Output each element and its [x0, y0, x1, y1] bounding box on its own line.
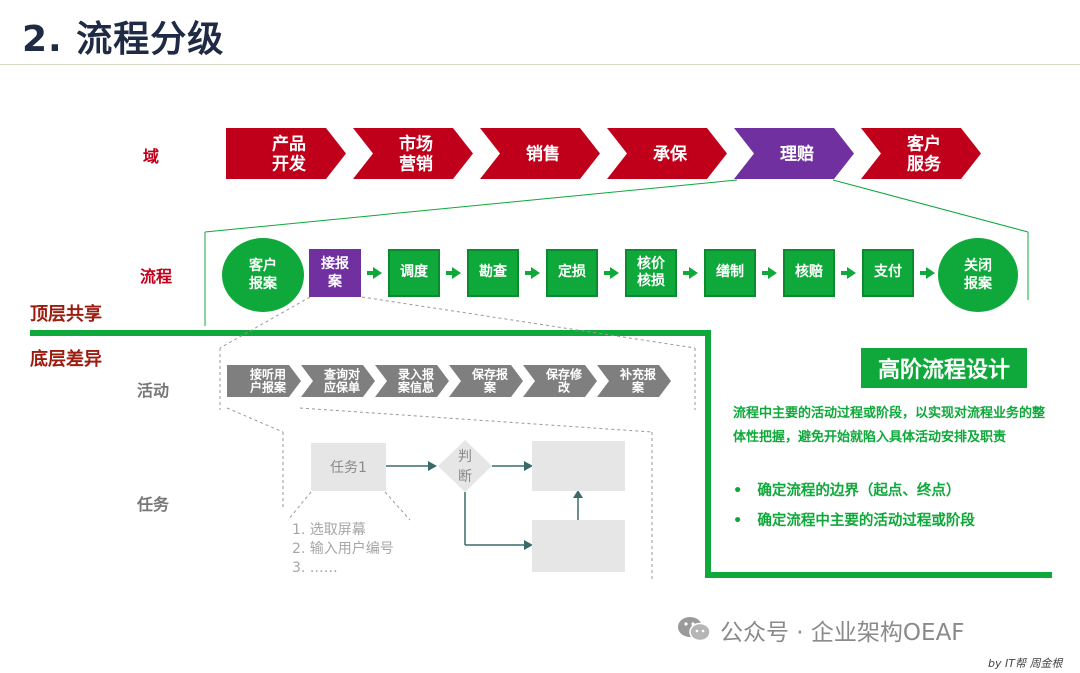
activity-label-1-0: 查询对: [323, 367, 360, 382]
task-step-2: 2. 输入用户编号: [292, 541, 394, 557]
process-step-3[interactable]: 定损: [546, 249, 598, 297]
task-zoom-right: [299, 407, 653, 433]
highlight-description: 流程中主要的活动过程或阶段，以实现对流程业务的整体性把握，避免开始就陷入具体活动…: [733, 406, 1046, 445]
layer-separator-line: [30, 330, 1052, 578]
domain-chevron-1[interactable]: [353, 128, 473, 179]
process-arrow-7: [920, 267, 935, 279]
activity-zoom-left: [219, 296, 311, 349]
wechat-account-label: 公众号 · 企业架构OEAF: [720, 620, 965, 646]
activity-chevron-1[interactable]: [301, 365, 375, 397]
process-step-6[interactable]: 核赔: [783, 249, 835, 297]
activity-label-1-1: 应保单: [324, 380, 360, 395]
activity-chevron-0[interactable]: [227, 365, 301, 397]
activity-chevron-2[interactable]: [375, 365, 449, 397]
domain-label-0-0: 产品: [272, 134, 306, 155]
domain-label-1-1: 营销: [399, 154, 433, 175]
activity-chevron-3[interactable]: [449, 365, 523, 397]
task-row-label: 任务: [137, 495, 170, 514]
zoom-line-left: [204, 179, 738, 233]
process-end-node[interactable]: 关闭 报案: [938, 238, 1018, 312]
domain-chevron-3[interactable]: [607, 128, 727, 179]
domain-row-label: 域: [143, 147, 160, 166]
process-step-1[interactable]: 调度: [388, 249, 440, 297]
decision-label: 判 断: [458, 449, 472, 485]
decision-diamond: [438, 440, 492, 492]
process-step-2[interactable]: 勘查: [467, 249, 519, 297]
process-arrow-0: [367, 267, 382, 279]
task-result-box-1[interactable]: [532, 441, 625, 491]
process-arrow-3: [604, 267, 619, 279]
process-arrow-2: [525, 267, 540, 279]
process-step-5[interactable]: 缮制: [704, 249, 756, 297]
process-row-label: 流程: [140, 267, 173, 286]
highlight-bullet-2-text: 确定流程中主要的活动过程或阶段: [757, 513, 975, 529]
task-arrowhead-4: [573, 490, 583, 498]
process-start-node[interactable]: 客户 报案: [222, 238, 304, 312]
task-arrowhead-3: [524, 540, 533, 550]
highlight-bullet-1: • 确定流程的边界（起点、终点）: [733, 483, 961, 499]
task-zoom-left: [226, 407, 284, 433]
highlight-title: 高阶流程设计: [861, 348, 1027, 388]
author-signature: by IT帮 周金根: [988, 657, 1063, 670]
highlight-bullet-1-text: 确定流程的边界（起点、终点）: [757, 483, 961, 499]
task-arrowhead-1: [428, 461, 437, 471]
activity-label-4-1: 改: [558, 380, 571, 395]
page-title: 2. 流程分级: [22, 19, 225, 60]
wechat-icon: [676, 614, 712, 644]
process-arrow-6: [841, 267, 856, 279]
top-layer-label: 顶层共享: [30, 304, 102, 325]
activity-row-label: 活动: [137, 381, 170, 400]
activity-label-0-0: 接听用: [250, 367, 286, 382]
domain-label-2-0: 销售: [526, 144, 560, 165]
task-detail-right: [384, 491, 411, 521]
process-arrow-1: [446, 267, 461, 279]
task-arrowhead-2: [524, 461, 533, 471]
domain-label-1-0: 市场: [399, 134, 433, 155]
process-arrow-4: [683, 267, 698, 279]
domain-chevron-4[interactable]: [734, 128, 854, 179]
task-step-list: 1. 选取屏幕 2. 输入用户编号 3. ……: [292, 521, 394, 578]
task-box-1[interactable]: 任务1: [311, 443, 386, 491]
process-step-4[interactable]: 核价 核损: [625, 249, 677, 297]
process-step-0[interactable]: 接报 案: [309, 249, 361, 297]
task-step-3: 3. ……: [292, 560, 338, 576]
activity-zoom-right: [361, 296, 696, 349]
activity-chevron-4[interactable]: [523, 365, 597, 397]
domain-label-0-1: 开发: [272, 154, 307, 175]
activity-label-3-1: 案: [483, 380, 497, 395]
highlight-bullet-2: • 确定流程中主要的活动过程或阶段: [733, 513, 975, 529]
domain-label-3-0: 承保: [653, 144, 688, 165]
task-result-box-2[interactable]: [532, 520, 625, 572]
activity-label-5-0: 补充报: [619, 367, 656, 382]
task-detail-left: [287, 491, 312, 521]
activity-label-0-1: 户报案: [250, 380, 287, 395]
bottom-layer-label: 底层差异: [30, 349, 102, 370]
title-divider: [0, 64, 1080, 65]
task-step-1: 1. 选取屏幕: [292, 522, 366, 538]
activity-label-4-0: 保存修: [545, 367, 583, 382]
domain-chevron-2[interactable]: [480, 128, 600, 179]
domain-label-4-0: 理赔: [780, 144, 814, 165]
process-arrow-5: [762, 267, 777, 279]
process-step-7[interactable]: 支付: [862, 249, 914, 297]
activity-label-2-0: 录入报: [398, 367, 434, 382]
zoom-line-right: [832, 179, 1029, 233]
domain-label-5-0: 客户: [906, 134, 941, 155]
activity-label-2-1: 案信息: [397, 380, 434, 395]
activity-chevron-5[interactable]: [597, 365, 671, 397]
activity-label-3-0: 保存报: [471, 367, 508, 382]
domain-label-5-1: 服务: [907, 154, 942, 175]
domain-chevron-5[interactable]: [861, 128, 981, 179]
domain-chevron-0[interactable]: [226, 128, 346, 179]
activity-label-5-1: 案: [631, 380, 645, 395]
